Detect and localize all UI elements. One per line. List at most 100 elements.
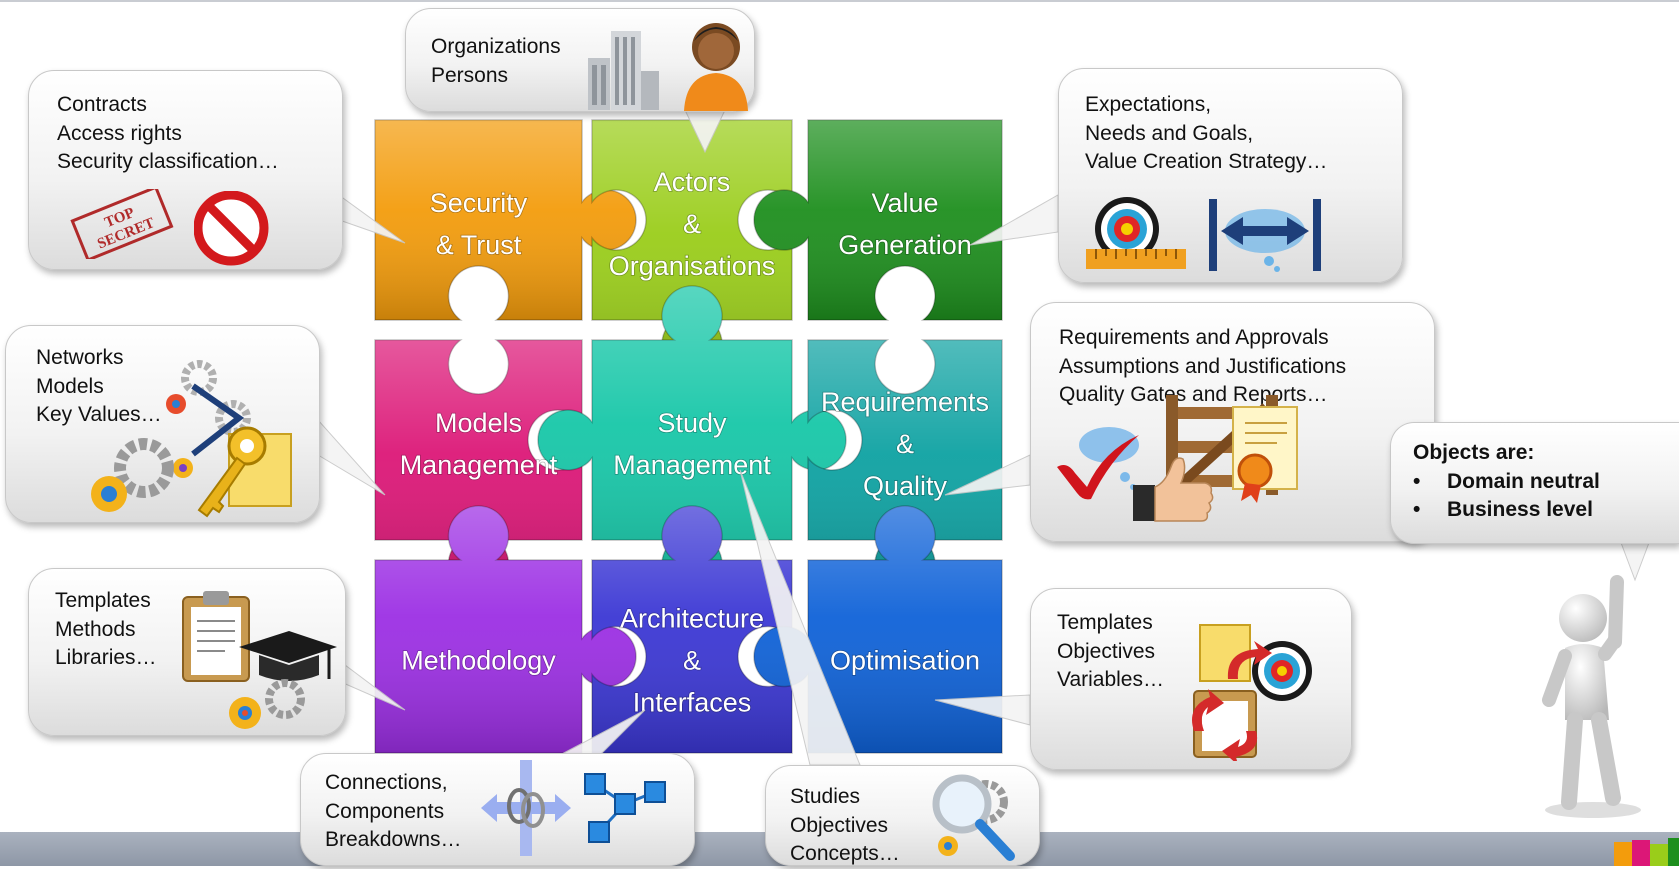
- bullet: •: [1413, 498, 1421, 521]
- key-icon: [197, 426, 292, 518]
- ruler-icon: [1086, 249, 1186, 269]
- stick-figure-icon: [1542, 575, 1641, 818]
- bubble-studies: Studies Objectives Concepts…: [765, 765, 1040, 866]
- piece-label-security: & Trust: [436, 230, 522, 260]
- graduation-cap-icon: [239, 631, 337, 719]
- bubble-line: Studies: [790, 785, 861, 808]
- pointer-expectations: [969, 194, 1059, 246]
- prohibited-icon: [194, 191, 269, 266]
- bubble-line: Templates: [55, 589, 151, 612]
- pointer-connections: [559, 709, 646, 756]
- contracts-text: Contracts Access rights Security classif…: [57, 91, 279, 177]
- piece-gloss: [592, 506, 792, 753]
- thumbs-up-icon: [1133, 457, 1214, 522]
- bubble-line: Breakdowns…: [325, 828, 462, 851]
- templates-right-text: Templates Objectives Variables…: [1057, 609, 1164, 695]
- puzzle-piece-value: [753, 119, 1003, 321]
- piece-label-methodology: Methodology: [401, 646, 556, 676]
- bubble-expectations: Expectations, Needs and Goals, Value Cre…: [1058, 68, 1403, 283]
- puzzle-piece-actors: [591, 119, 793, 375]
- bubble-line: Connections,: [325, 771, 448, 794]
- piece-label-value: Generation: [838, 230, 972, 260]
- bubble-requirements: Requirements and Approvals Assumptions a…: [1030, 302, 1435, 542]
- piece-label-architecture: Interfaces: [633, 688, 752, 718]
- bubble-line: Libraries…: [55, 646, 157, 669]
- bubble-line: Needs and Goals,: [1085, 121, 1254, 145]
- bubble-line: Components: [325, 799, 445, 823]
- organizations-text: Organizations Persons: [431, 33, 561, 90]
- top-secret-stamp-icon: TOP SECRET: [70, 189, 174, 259]
- piece-gloss: [592, 120, 792, 374]
- bubble-templates-left: Templates Methods Libraries…: [28, 568, 346, 736]
- puzzle-piece-requirements: [807, 339, 1003, 595]
- top-divider-line: [0, 0, 1679, 2]
- bubble-line: Organizations: [431, 35, 561, 58]
- templates-left-text: Templates Methods Libraries…: [55, 587, 157, 673]
- objects-item-text: Domain neutral: [1447, 469, 1600, 493]
- bubble-line: Objectives: [1057, 639, 1156, 663]
- bubble-line: Expectations,: [1085, 93, 1212, 116]
- gears-icon: [91, 360, 251, 512]
- network-nodes-icon: [584, 773, 666, 843]
- puzzle-piece-security: [374, 119, 637, 321]
- bubble-line: Models: [36, 374, 104, 398]
- requirements-text: Requirements and Approvals Assumptions a…: [1059, 324, 1346, 410]
- pointer-studies: [739, 469, 861, 766]
- gears-icon: [229, 697, 261, 729]
- bubble-templates-right: Templates Objectives Variables…: [1030, 588, 1352, 770]
- piece-gloss: [375, 340, 582, 594]
- piece-label-study: Study: [657, 408, 727, 438]
- refresh-arrows-icon: [1192, 624, 1312, 761]
- person-icon: [684, 23, 748, 111]
- piece-label-architecture: Architecture: [620, 604, 764, 634]
- expectations-text: Expectations, Needs and Goals, Value Cre…: [1085, 91, 1327, 177]
- objects-item-text: Business level: [1447, 498, 1593, 521]
- bubble-line: Templates: [1057, 611, 1153, 634]
- bubble-connections: Connections, Components Breakdowns…: [300, 753, 695, 866]
- pointer-templates-right: [934, 694, 1031, 726]
- bubble-contracts: Contracts Access rights Security classif…: [28, 70, 343, 270]
- objects-item: • Domain neutral: [1413, 468, 1600, 497]
- clipboard-icon: [182, 591, 250, 682]
- bubble-line: Assumptions and Justifications: [1059, 354, 1347, 378]
- piece-label-models: Management: [400, 450, 558, 480]
- objects-item: • Business level: [1413, 496, 1600, 525]
- bubble-line: Value Creation Strategy…: [1085, 150, 1328, 173]
- pointer-networks: [317, 418, 386, 496]
- piece-label-actors: Organisations: [609, 251, 776, 281]
- piece-gloss: [538, 286, 846, 594]
- checkmark-cloud-icon: [1057, 427, 1139, 500]
- bubble-line: Key Values…: [36, 403, 162, 426]
- bubble-networks: Networks Models Key Values…: [5, 325, 320, 523]
- bubble-line: Networks: [36, 346, 124, 369]
- puzzle-piece-models: [374, 339, 583, 595]
- target-icon: [1095, 197, 1159, 261]
- piece-label-actors: Actors: [654, 167, 731, 197]
- studies-text: Studies Objectives Concepts…: [790, 783, 900, 869]
- bubble-line: Contracts: [57, 93, 147, 116]
- range-arrows-icon: [1209, 199, 1321, 272]
- piece-label-security: Security: [430, 188, 528, 218]
- pointer-requirements: [944, 454, 1031, 496]
- bubble-line: Concepts…: [790, 842, 900, 865]
- piece-label-requirements: Quality: [863, 471, 948, 501]
- piece-label-models: Models: [435, 408, 522, 438]
- bubble-line: Methods: [55, 617, 136, 641]
- piece-label-study: Management: [613, 450, 771, 480]
- bubble-line: Requirements and Approvals: [1059, 326, 1329, 349]
- bubble-line: Quality Gates and Reports…: [1059, 383, 1328, 406]
- puzzle-piece-architecture: [591, 505, 793, 754]
- piece-gloss: [375, 506, 637, 753]
- bubble-organizations: Organizations Persons: [405, 8, 755, 112]
- puzzle-piece-study: [537, 285, 847, 595]
- bubble-line: Objectives: [790, 813, 889, 837]
- piece-label-value: Value: [871, 188, 938, 218]
- bullet: •: [1413, 469, 1421, 493]
- piece-gloss: [808, 340, 1002, 594]
- piece-label-actors: &: [683, 209, 701, 239]
- building-icon: [588, 31, 659, 110]
- link-arrows-icon: [481, 760, 571, 856]
- magnifier-icon: [932, 774, 1015, 861]
- bubble-line: Access rights: [57, 121, 182, 145]
